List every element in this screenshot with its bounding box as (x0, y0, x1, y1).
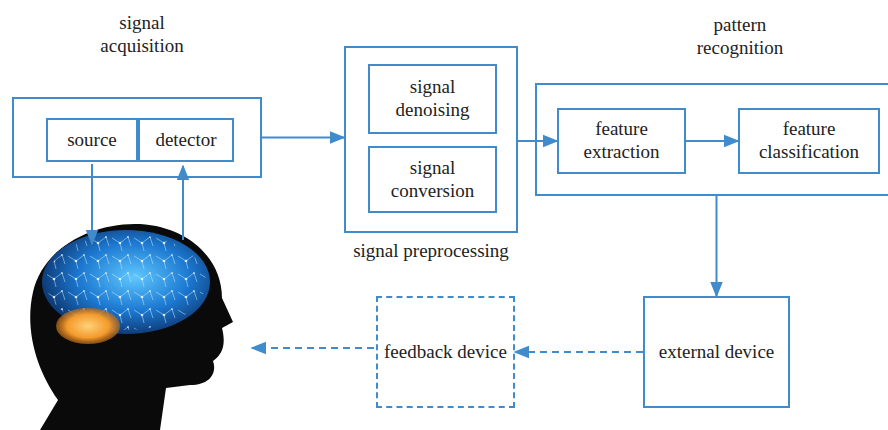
group-heading: pattern recognition (680, 14, 800, 60)
feedback-arrow (252, 347, 374, 349)
flow-arrow (262, 137, 344, 139)
group-box: signal preprocessingsignal denoisingsign… (344, 46, 518, 233)
box-label: signal denoising (374, 76, 491, 122)
flow-arrow (515, 351, 643, 353)
flow-arrow (686, 140, 738, 142)
head-silhouette (30, 224, 233, 430)
flow-arrow (716, 196, 718, 296)
process-box: feature classification (738, 108, 880, 174)
box-label: external device (659, 341, 775, 364)
process-box: signal denoising (368, 64, 497, 134)
source-box: source (46, 118, 138, 162)
device-box: external device (643, 296, 790, 408)
box-label: source (67, 129, 117, 152)
box-label: signal conversion (374, 157, 491, 203)
process-box: signal conversion (368, 146, 497, 213)
group-box: signal acquisitionsourcedetector (12, 97, 262, 178)
cerebellum (56, 308, 120, 344)
box-label: feature extraction (563, 118, 680, 164)
detector-box: detector (138, 118, 234, 162)
process-box: feature extraction (557, 108, 686, 174)
box-label: feedback device (384, 341, 507, 364)
box-label: detector (155, 129, 216, 152)
stimulus-arrow (91, 164, 93, 244)
group-heading: signal acquisition (80, 12, 204, 58)
device-box: feedback device (376, 296, 515, 408)
box-label: feature classification (744, 118, 874, 164)
group-heading: signal preprocessing (320, 240, 542, 263)
group-box: pattern recognitionfeature extractionfea… (535, 83, 888, 196)
flow-arrow (518, 140, 557, 142)
